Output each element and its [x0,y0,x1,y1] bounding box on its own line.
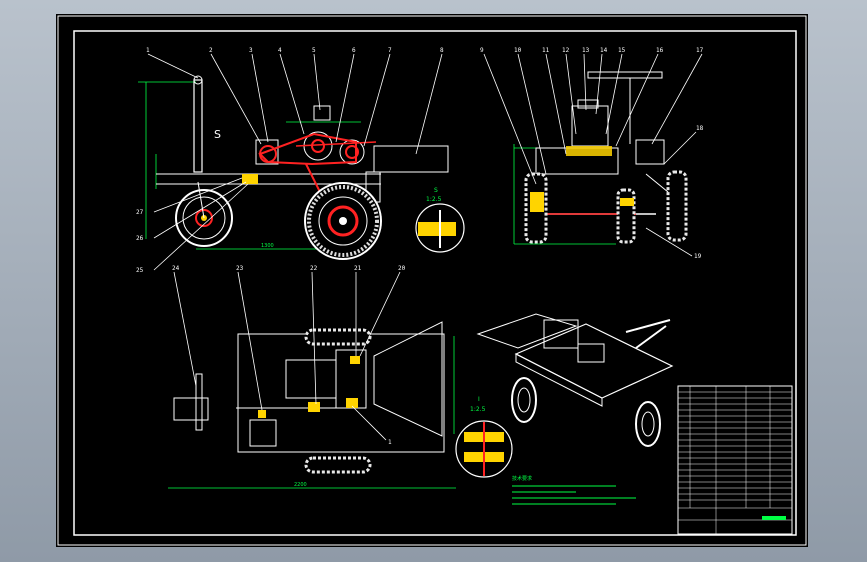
detail-view-1: S 1:2.5 [415,187,465,253]
balloon-label: 16 [656,47,664,54]
balloon-label: 12 [562,47,570,54]
detail-letter-2: I [478,396,480,403]
notes-title: 技术要求 [512,475,532,482]
plan-view: 2200 [168,271,456,489]
detail-view-2: I 1:2.5 [455,396,513,478]
detail-scale-1: 1:2.5 [426,196,442,203]
balloon-label: 2 [209,47,213,54]
technical-notes: 技术要求 [512,475,636,505]
balloon-label: 24 [172,265,180,272]
balloon-label: 21 [354,265,362,272]
balloon-label: 27 [136,209,144,216]
detail-scale-2: 1:2.5 [470,406,486,413]
balloon-label: 6 [352,47,356,54]
balloon-label: 20 [398,265,406,272]
isometric-view [476,313,674,447]
svg-text:2200: 2200 [294,482,307,488]
balloon-label: 23 [236,265,244,272]
balloon-label: 22 [310,265,318,272]
drawing-sheet: 1300 S [56,14,808,547]
balloon-label: 17 [696,47,704,54]
outer-frame [57,15,807,546]
balloon-label: 26 [136,235,144,242]
balloon-label: 13 [582,47,590,54]
engineering-drawing: 1300 S [57,15,807,546]
balloon-label: 8 [440,47,444,54]
balloon-label: 9 [480,47,484,54]
side-view [483,53,703,257]
balloon-label: 25 [136,267,144,274]
balloon-label: 4 [278,47,282,54]
balloon-label: 19 [694,253,702,260]
balloon-label: 18 [696,125,704,132]
balloon-label: 11 [542,47,550,54]
section-label-s: S [214,128,221,141]
balloon-label: 7 [388,47,392,54]
svg-text:1300: 1300 [261,243,274,249]
title-block [677,385,793,535]
front-view: 1300 S [138,53,449,271]
inner-frame [73,30,797,536]
balloon-label: 14 [600,47,608,54]
balloon-label: 10 [514,47,522,54]
balloon-label: 15 [618,47,626,54]
balloon-label: 3 [249,47,253,54]
balloon-label: 5 [312,47,316,54]
detail-letter-1: S [434,187,438,194]
balloon-label: 1 [146,47,150,54]
balloon-label: 1 [388,439,392,446]
